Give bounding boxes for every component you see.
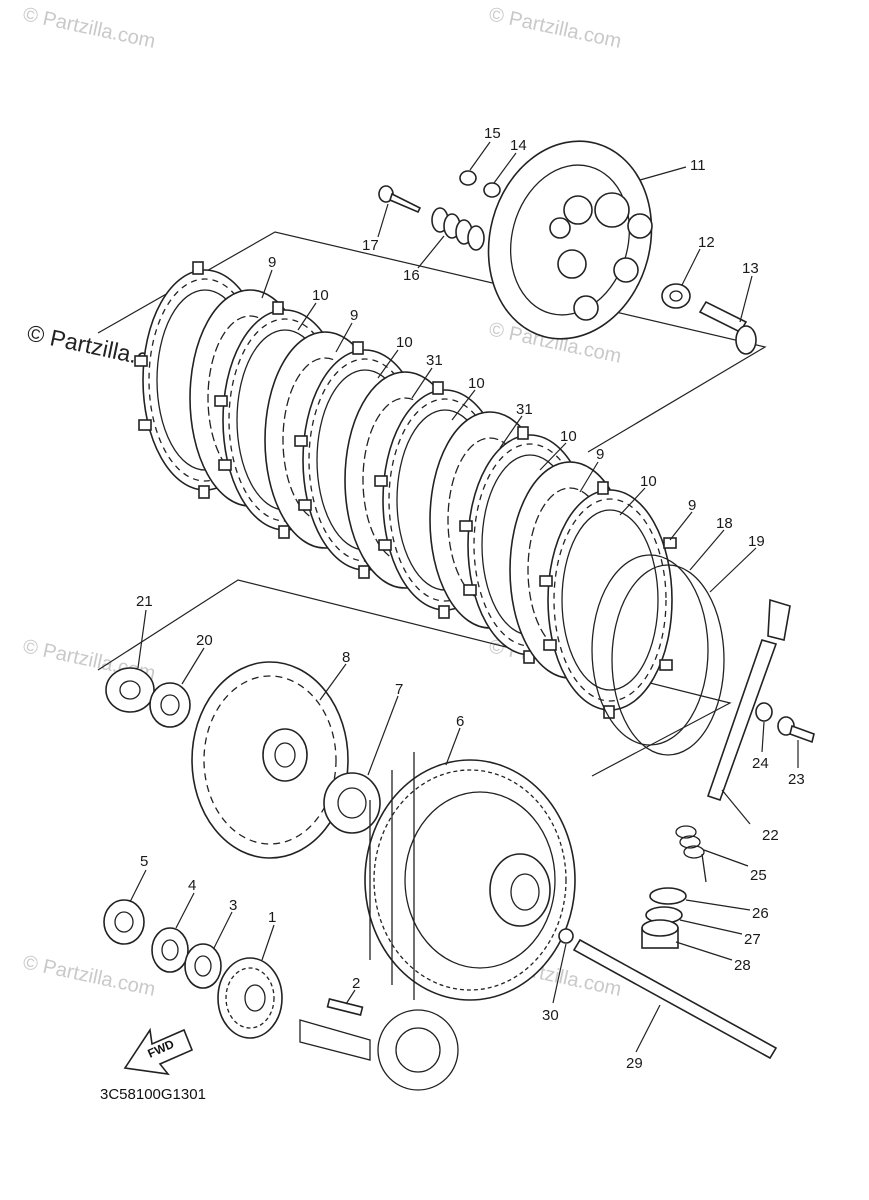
callout-17: 17 [362,237,379,254]
callout-10c: 10 [468,375,485,392]
callout-5: 5 [140,853,148,870]
callout-12: 12 [698,234,715,251]
diagram-code: 3C58100G1301 [100,1086,206,1103]
washer-26 [649,887,687,905]
push-rod-29 [572,938,778,1060]
callout-6: 6 [456,713,464,730]
callout-26: 26 [752,905,769,922]
callout-27: 27 [744,931,761,948]
callout-9d: 9 [688,497,696,514]
clutch-spring [431,207,485,251]
washer-14 [483,182,501,198]
callout-9b: 9 [350,307,358,324]
callout-25: 25 [750,867,767,884]
boss-outline [97,579,732,777]
ball-30 [558,928,574,944]
callout-15: 15 [484,125,501,142]
thrust-washer [323,772,381,834]
pressure-plate [487,140,653,340]
lock-washer-4 [151,927,189,973]
ring-19 [611,564,725,756]
crankshaft-end [299,1009,459,1091]
callout-24: 24 [752,755,769,772]
clutch-housing [364,752,576,1001]
callout-31a: 31 [426,352,443,369]
fwd-arrow: FWD [123,1027,194,1076]
watermark-text: © Partzilla.com [21,3,157,53]
clutch-boss [191,661,349,859]
callout-18: 18 [716,515,733,532]
washer-3 [184,943,222,989]
watermark-text: © Partzilla.com [21,951,157,1001]
push-rod [698,300,757,355]
push-lever-shaft [706,598,791,802]
push-rod-nut [661,283,691,309]
callout-14: 14 [510,137,527,154]
leader-lines [129,141,799,1053]
spring-bolt [378,185,422,214]
bolt-23 [777,716,815,744]
callout-21: 21 [136,593,153,610]
lock-washer-20 [149,682,191,728]
callouts: 15 14 11 12 13 16 17 9 10 9 10 31 10 31 … [136,125,805,1072]
callout-20: 20 [196,632,213,649]
callout-11: 11 [690,157,706,174]
return-spring [675,825,707,883]
woodruff-key [326,998,364,1016]
callout-8: 8 [342,649,350,666]
callout-19: 19 [748,533,765,550]
callout-1: 1 [268,909,276,926]
callout-9a: 9 [268,254,276,271]
callout-31b: 31 [516,401,533,418]
callout-10e: 10 [640,473,657,490]
callout-10b: 10 [396,334,413,351]
callout-29: 29 [626,1055,643,1072]
callout-10d: 10 [560,428,577,445]
primary-gear [217,957,283,1039]
callout-28: 28 [734,957,751,974]
callout-22: 22 [762,827,779,844]
callout-30: 30 [542,1007,559,1024]
callout-13: 13 [742,260,759,277]
callout-4: 4 [188,877,196,894]
nut-15 [459,170,477,186]
callout-3: 3 [229,897,237,914]
bearing-28 [641,919,679,949]
ring-18 [591,554,709,746]
callout-9c: 9 [596,446,604,463]
washer-24 [755,702,773,722]
callout-16: 16 [403,267,420,284]
callout-7: 7 [395,681,403,698]
callout-10a: 10 [312,287,329,304]
nut-5 [103,899,145,945]
nut-21 [105,667,155,713]
watermark-text: © Partzilla.com [487,3,623,53]
callout-2: 2 [352,975,360,992]
callout-23: 23 [788,771,805,788]
